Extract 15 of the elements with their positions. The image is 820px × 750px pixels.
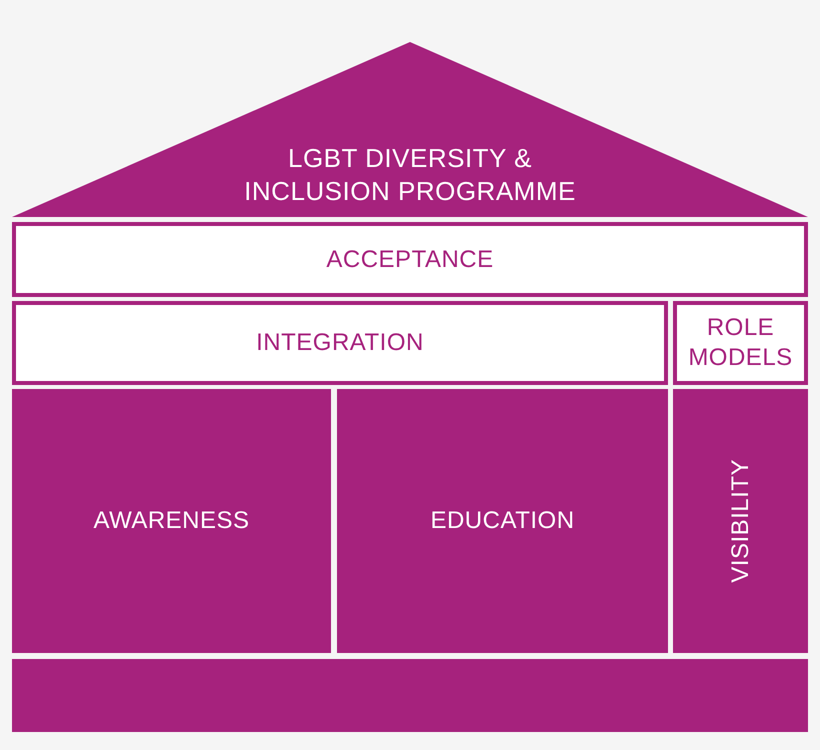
filled-panel	[673, 389, 808, 653]
panel-label: AWARENESS	[93, 506, 250, 536]
roof-title: LGBT DIVERSITY & INCLUSION PROGRAMME	[243, 142, 577, 207]
panel-label: INTEGRATION	[256, 328, 424, 358]
vertical-label: VISIBILITY	[726, 459, 754, 583]
filled-panel	[12, 389, 331, 653]
filled-panel	[337, 389, 668, 653]
panel-label: ROLE MODELS	[687, 313, 794, 373]
panel-label: ACCEPTANCE	[326, 244, 494, 274]
outlined-panel	[12, 301, 668, 385]
house-roof	[12, 42, 808, 217]
outlined-panel	[12, 222, 808, 297]
panel-label: EDUCATION	[430, 506, 575, 536]
foundation-bar	[12, 659, 808, 732]
outlined-panel	[673, 301, 808, 385]
